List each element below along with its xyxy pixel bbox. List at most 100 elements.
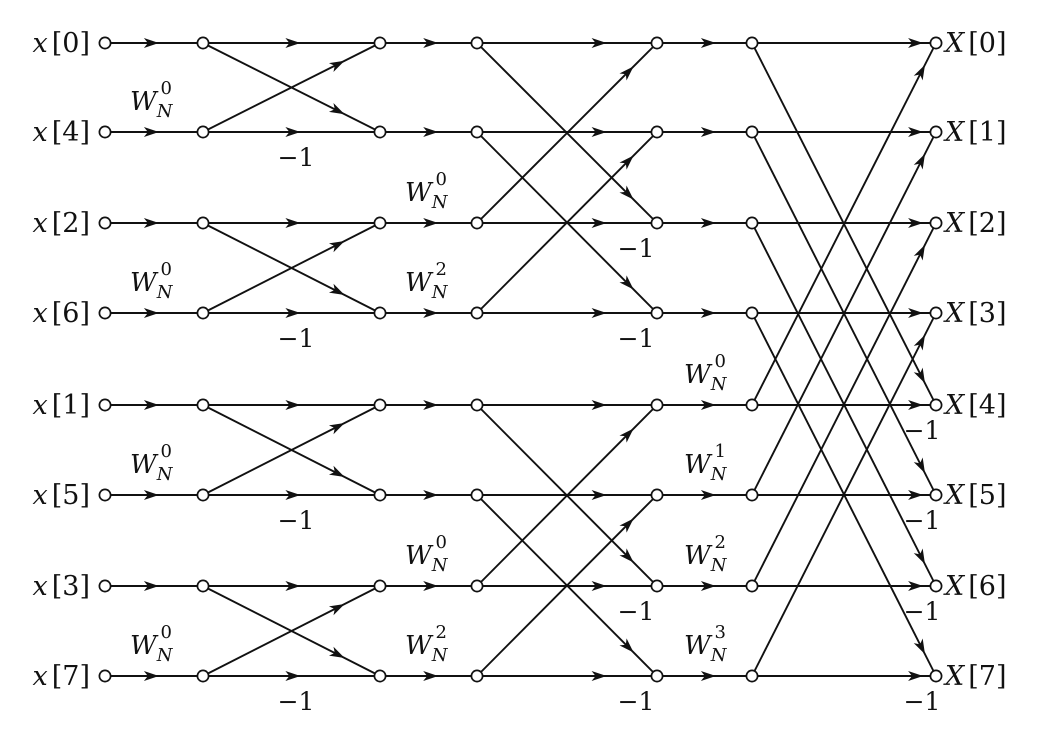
output-label-index: [6] <box>968 571 1006 602</box>
node <box>745 306 759 320</box>
stage1-edge-arrow <box>285 581 301 591</box>
minus-one-label: −1 <box>618 234 655 263</box>
stage1-edge-arrow <box>285 400 301 410</box>
twiddle-sup: 0 <box>160 78 171 99</box>
labels-layer: x[0]x[4]x[2]x[6]x[1]x[5]x[3]x[7]X[0]X[1]… <box>33 28 1007 716</box>
output-label-symbol: X <box>943 571 966 602</box>
stage1-cross-edge-arrow <box>328 465 345 477</box>
node <box>196 669 210 683</box>
minus-one-label: −1 <box>904 597 941 626</box>
input-label: x[0] <box>33 28 90 59</box>
twiddle-sub: N <box>431 555 449 576</box>
twiddle-sup: 3 <box>714 622 725 643</box>
output-label-index: [2] <box>968 208 1006 239</box>
stage1-cross-edge <box>202 222 381 314</box>
minus-one-label: −1 <box>278 506 315 535</box>
twiddle-base: W <box>684 450 713 480</box>
stage2-cross-edge-arrow <box>619 638 634 653</box>
input-label-index: [0] <box>52 28 90 59</box>
node <box>745 125 759 139</box>
stage2-edge-arrow <box>591 38 607 48</box>
twiddle-sup: 0 <box>160 441 171 462</box>
node <box>470 125 484 139</box>
node <box>650 306 664 320</box>
input-label-index: [4] <box>52 117 90 148</box>
twiddle-base: W <box>405 631 434 661</box>
node <box>929 398 943 412</box>
stage3-edge-arrow <box>908 218 924 228</box>
stage2-cross-edge-arrow <box>619 518 634 533</box>
input-label: x[7] <box>33 661 90 692</box>
twiddle-sub: N <box>431 645 449 666</box>
stage1-cross-edge-arrow <box>328 423 345 435</box>
stage1-cross-edge-arrow <box>328 60 345 73</box>
twiddle-sub: N <box>710 464 728 485</box>
link-edge-arrow <box>423 308 439 318</box>
output-label: X[3] <box>943 298 1006 329</box>
twiddle-base: W <box>130 87 159 117</box>
twiddle-sup: 2 <box>435 622 446 643</box>
input-edge-arrow <box>143 218 159 228</box>
stage1-twiddle: WN0 <box>130 259 174 303</box>
output-label-symbol: X <box>943 480 966 511</box>
twiddle-sup: 2 <box>435 259 446 280</box>
stage1-edge-arrow <box>285 490 301 500</box>
stage3-cross-edge-arrow <box>913 334 925 351</box>
link-edge-arrow <box>423 581 439 591</box>
stage3-cross-edge-arrow <box>913 457 925 474</box>
minus-one-label: −1 <box>278 143 315 172</box>
stage3-twiddle: WN0 <box>684 351 728 395</box>
node <box>470 579 484 593</box>
link-edge-arrow <box>700 127 716 137</box>
node <box>650 488 664 502</box>
node <box>196 216 210 230</box>
stage1-cross-edge <box>202 585 381 677</box>
twiddle-sub: N <box>431 282 449 303</box>
link-edge-arrow <box>423 218 439 228</box>
link-edge-arrow <box>700 38 716 48</box>
node <box>98 36 112 50</box>
output-label: X[6] <box>943 571 1006 602</box>
node <box>470 488 484 502</box>
output-label: X[4] <box>943 390 1006 421</box>
twiddle-base: W <box>130 631 159 661</box>
input-label-index: [1] <box>52 390 90 421</box>
stage1-edge-arrow <box>285 308 301 318</box>
node <box>196 125 210 139</box>
node <box>929 669 943 683</box>
output-label-index: [0] <box>968 28 1006 59</box>
link-edge-arrow <box>423 671 439 681</box>
node <box>98 216 112 230</box>
stage1-edge-arrow <box>285 671 301 681</box>
node <box>373 216 387 230</box>
stage1-cross-edge-arrow <box>328 604 345 616</box>
twiddle-base: W <box>684 631 713 661</box>
link-edge-arrow <box>700 308 716 318</box>
node <box>929 216 943 230</box>
node <box>650 398 664 412</box>
node <box>470 398 484 412</box>
output-label: X[5] <box>943 480 1006 511</box>
stage2-twiddle: WN0 <box>405 532 449 576</box>
stage2-edge-arrow <box>591 308 607 318</box>
stage3-edge-arrow <box>908 127 924 137</box>
output-label-index: [3] <box>968 298 1006 329</box>
stage2-cross-edge-arrow <box>619 66 634 81</box>
input-label: x[3] <box>33 571 90 602</box>
stage2-cross-edge-arrow <box>619 275 634 290</box>
node <box>650 216 664 230</box>
node <box>745 216 759 230</box>
input-label-symbol: x <box>33 298 48 329</box>
stage3-twiddle: WN2 <box>684 532 728 576</box>
output-label-symbol: X <box>943 661 966 692</box>
input-edge-arrow <box>143 581 159 591</box>
input-label-symbol: x <box>33 480 48 511</box>
minus-one-label: −1 <box>618 687 655 716</box>
twiddle-sup: 0 <box>160 622 171 643</box>
stage2-twiddle: WN2 <box>405 259 449 303</box>
stage3-cross-edge-arrow <box>913 153 925 170</box>
twiddle-base: W <box>130 450 159 480</box>
node <box>745 669 759 683</box>
stage3-twiddle: WN3 <box>684 622 728 666</box>
link-edge-arrow <box>423 38 439 48</box>
